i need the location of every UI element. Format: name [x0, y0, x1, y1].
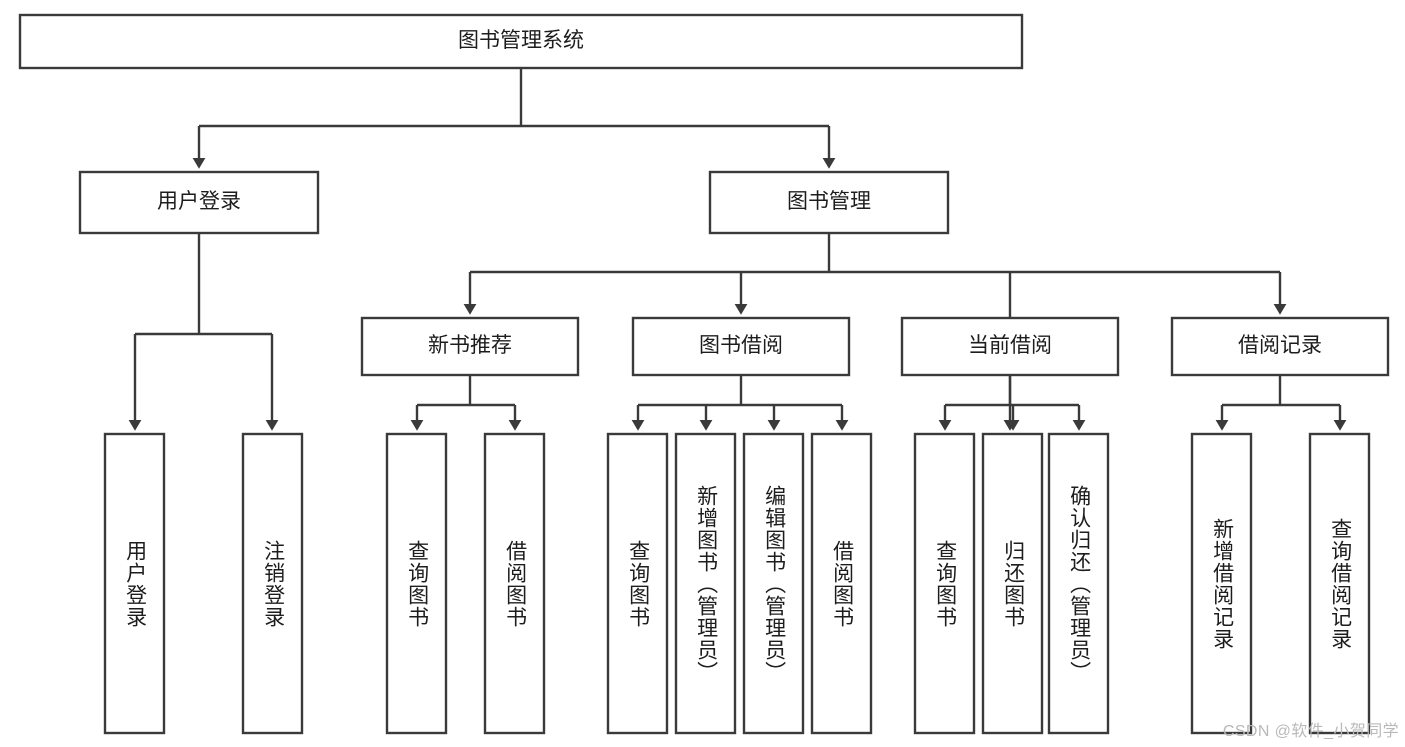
node-box-leaf-add-record	[1190, 432, 1253, 735]
node-box-current-borrow	[900, 316, 1120, 377]
node-box-leaf-add-book	[674, 432, 737, 735]
node-box-leaf-logout-login	[241, 432, 304, 735]
node-box-leaf-query-book-2	[606, 432, 669, 735]
node-layer	[18, 13, 1390, 735]
watermark-text: CSDN @软件_小贺同学	[1222, 723, 1399, 740]
node-box-leaf-return-book	[981, 432, 1044, 735]
node-box-leaf-query-book-1	[385, 432, 448, 735]
node-box-leaf-user-login	[103, 432, 166, 735]
node-box-leaf-query-record	[1308, 432, 1371, 735]
node-box-new-book-recommend	[360, 316, 580, 377]
node-box-leaf-query-book-3	[913, 432, 976, 735]
node-box-leaf-confirm-return	[1047, 432, 1110, 735]
node-box-leaf-borrow-book-1	[483, 432, 546, 735]
connector-layer	[128, 68, 1347, 431]
node-box-borrow-record	[1170, 316, 1390, 377]
node-box-book-manage	[708, 170, 950, 235]
node-box-user-login	[78, 170, 320, 235]
node-box-root	[18, 13, 1024, 70]
node-box-leaf-borrow-book-2	[810, 432, 873, 735]
node-box-leaf-edit-book	[742, 432, 805, 735]
node-box-book-borrow	[631, 316, 851, 377]
